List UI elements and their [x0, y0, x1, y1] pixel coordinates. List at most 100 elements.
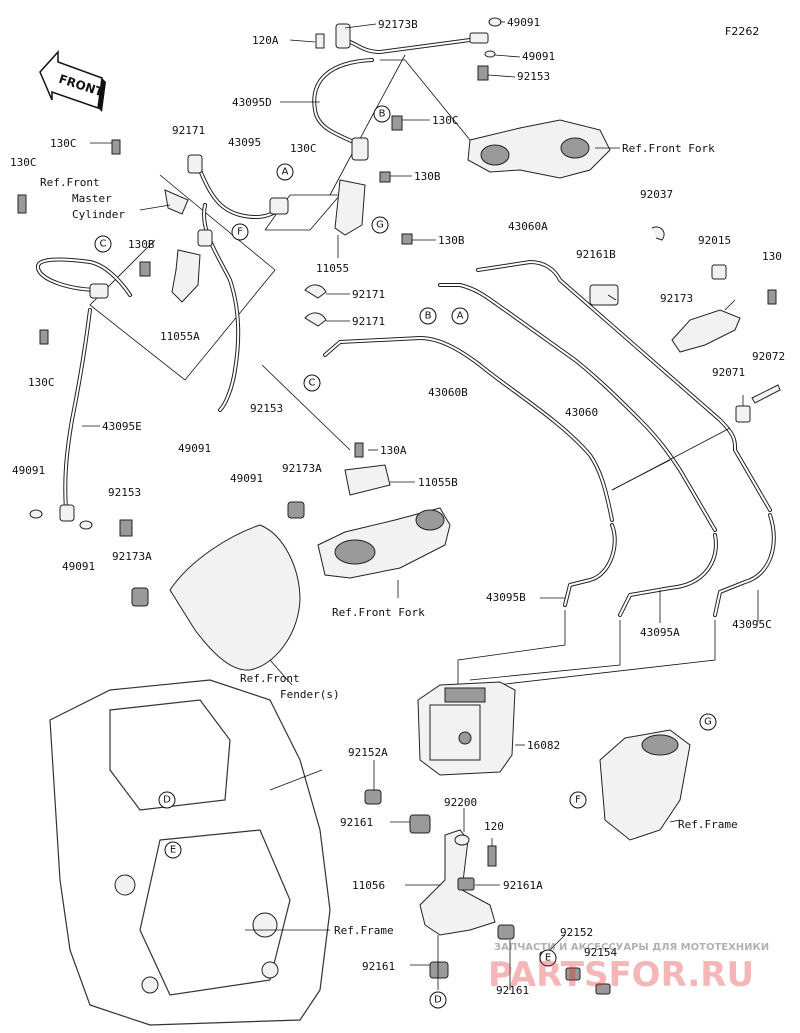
label-92161-c: 92161	[496, 984, 529, 997]
hose-43095D	[312, 23, 489, 147]
label-130C-lower: 130C	[28, 376, 55, 389]
lower-fork-clamp	[317, 442, 451, 579]
callout-F: F	[237, 227, 243, 238]
metal-lines-43060	[323, 260, 772, 532]
group-outline-lines	[89, 54, 471, 451]
label-92153-top: 92153	[517, 70, 550, 83]
label-120A: 120A	[252, 34, 279, 47]
clips-92171	[304, 226, 665, 327]
label-120: 120	[484, 820, 504, 833]
watermark: ЗАПЧАСТИ И АКСЕССУАРЫ ДЛЯ МОТОТЕХНИКИ PA…	[488, 942, 769, 995]
label-ref-master-1: Ref.Front	[40, 176, 100, 189]
callout-A: A	[282, 167, 289, 178]
label-92071: 92071	[712, 366, 745, 379]
callout-B: B	[379, 109, 386, 120]
label-92037: 92037	[640, 188, 673, 201]
label-92072: 92072	[752, 350, 785, 363]
label-43095B: 43095B	[486, 591, 526, 604]
label-92015: 92015	[698, 234, 731, 247]
label-11055: 11055	[316, 262, 349, 275]
hose-43095	[187, 154, 289, 412]
label-92161A: 92161A	[503, 879, 543, 892]
label-43095A: 43095A	[640, 626, 680, 639]
label-ref-frame-bottom: Ref.Frame	[334, 924, 394, 937]
label-92161-a: 92161	[340, 816, 373, 829]
callout-D: D	[434, 995, 442, 1006]
label-49091-mid2: 49091	[230, 472, 263, 485]
label-130C-far-left: 130C	[10, 156, 37, 169]
label-92173A-left: 92173A	[112, 550, 152, 563]
callout-G: G	[376, 220, 384, 231]
label-92154: 92154	[584, 946, 617, 959]
motorcycle-frame	[49, 679, 331, 1026]
label-11055A: 11055A	[160, 330, 200, 343]
label-ref-front-fork-mid: Ref.Front Fork	[332, 606, 425, 619]
right-frame-detail	[599, 729, 691, 841]
label-43060: 43060	[565, 406, 598, 419]
label-92171-c: 92171	[352, 315, 385, 328]
label-92171-b: 92171	[352, 288, 385, 301]
label-16082: 16082	[527, 739, 560, 752]
label-ref-frame-right: Ref.Frame	[678, 818, 738, 831]
callout-D: D	[163, 795, 171, 806]
part-labels: 92173B 49091 120A 49091 92153 43095D 130…	[10, 16, 785, 997]
bracket-11056	[364, 789, 611, 995]
front-fender	[131, 501, 305, 671]
callout-A: A	[457, 311, 464, 322]
leader-lines	[82, 21, 759, 990]
label-49091-top: 49091	[507, 16, 540, 29]
label-43095E: 43095E	[102, 420, 142, 433]
label-92161-b: 92161	[362, 960, 395, 973]
watermark-main: PARTSFOR.RU	[488, 955, 754, 995]
callout-E: E	[170, 845, 176, 856]
label-92152A: 92152A	[348, 746, 388, 759]
label-43060A: 43060A	[508, 220, 548, 233]
label-130B-left: 130B	[128, 238, 155, 251]
label-ref-master-3: Cylinder	[72, 208, 125, 221]
label-130C-b: 130C	[432, 114, 459, 127]
label-43060B: 43060B	[428, 386, 468, 399]
label-11056: 11056	[352, 879, 385, 892]
label-130B-right: 130B	[414, 170, 441, 183]
label-49091-b: 49091	[522, 50, 555, 63]
callout-B: B	[425, 311, 432, 322]
callout-C: C	[100, 239, 107, 250]
label-92200: 92200	[444, 796, 477, 809]
label-ref-front-fork-top: Ref.Front Fork	[622, 142, 715, 155]
callouts: B A G F C B A C G F D E E D	[94, 105, 717, 1009]
top-fork-bracket	[467, 119, 611, 179]
label-43095D: 43095D	[232, 96, 272, 109]
label-49091-left2: 49091	[62, 560, 95, 573]
label-92161B: 92161B	[576, 248, 616, 261]
callout-C: C	[309, 378, 316, 389]
label-92173A-mid: 92173A	[282, 462, 322, 475]
label-ref-fender-2: Fender(s)	[280, 688, 340, 701]
label-92173: 92173	[660, 292, 693, 305]
label-92153-mid: 92153	[250, 402, 283, 415]
hose-43095E	[17, 139, 133, 537]
label-130C-top-left: 130C	[50, 137, 77, 150]
label-11055B: 11055B	[418, 476, 458, 489]
abs-unit	[417, 681, 516, 776]
callout-E: E	[545, 953, 551, 964]
diagram-code: F2262	[725, 25, 759, 38]
callout-G: G	[704, 717, 712, 728]
label-43095: 43095	[228, 136, 261, 149]
label-130A: 130A	[380, 444, 407, 457]
label-49091-left: 49091	[12, 464, 45, 477]
label-130B-right2: 130B	[438, 234, 465, 247]
label-130C-a: 130C	[290, 142, 317, 155]
label-ref-master-2: Master	[72, 192, 112, 205]
label-ref-fender-1: Ref.Front	[240, 672, 300, 685]
label-43095C: 43095C	[732, 618, 772, 631]
label-92152: 92152	[560, 926, 593, 939]
bracket-11055	[334, 115, 413, 245]
bracket-11055A	[139, 189, 201, 303]
label-92171-a: 92171	[172, 124, 205, 137]
right-small-parts	[589, 264, 781, 423]
label-92173B: 92173B	[378, 18, 418, 31]
callout-F: F	[575, 795, 581, 806]
front-direction-arrow: FRONT	[39, 50, 106, 112]
